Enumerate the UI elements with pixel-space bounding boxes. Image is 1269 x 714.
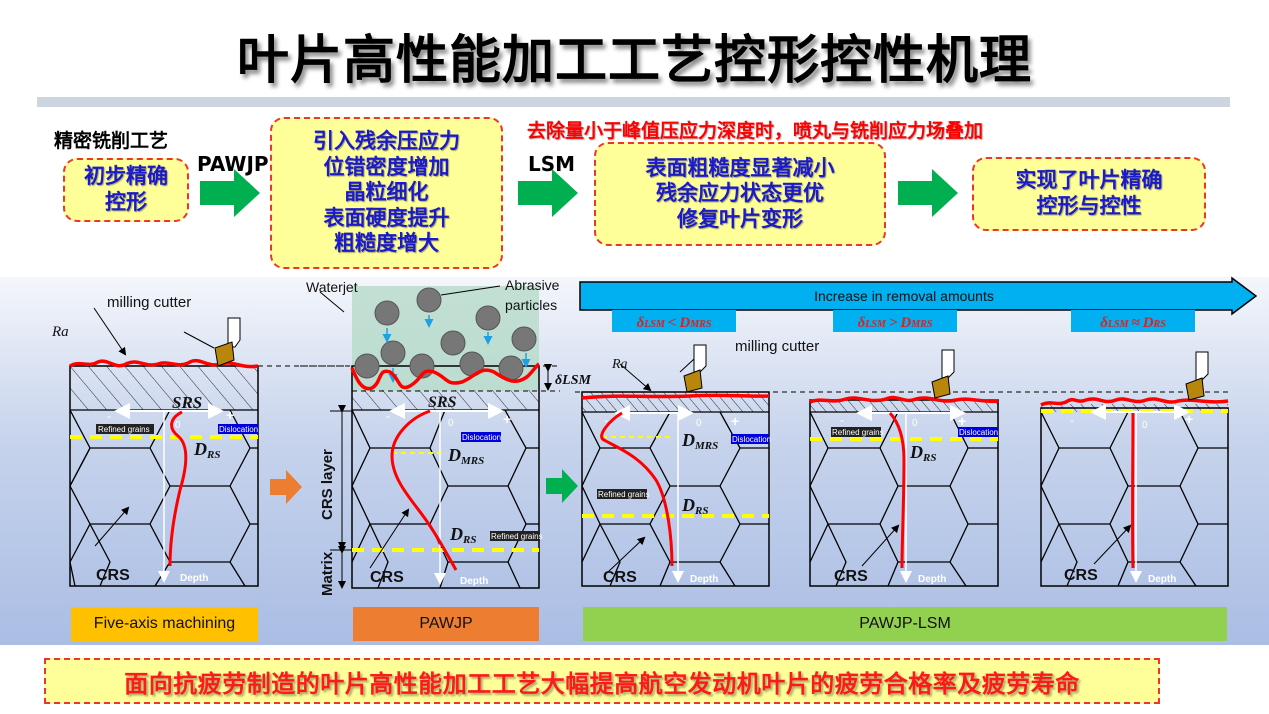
pawjp-block [300,285,560,589]
flow-arrow-icon [200,169,260,217]
mechanism-diagram-panel [0,277,1269,645]
d-rs-label: DRS [909,442,936,464]
flow-arrow-icon [518,169,578,217]
d-rs-label: DRS [193,439,220,461]
box2-line: 晶粒细化 [344,180,429,205]
zero-label: 0 [696,418,702,429]
milling-cutter-label: milling cutter [735,338,819,355]
zero-label: 0 [448,418,454,429]
depth-label: Depth [1148,574,1176,585]
dislocation-label: Dislocation [219,425,258,434]
d-mrs-label: DMRS [447,445,484,467]
flow-box-result: 实现了叶片精确 控形与控性 [972,157,1206,231]
minus-sign: - [840,413,844,427]
depth-label: Depth [690,574,718,585]
abrasive-label-line1: Abrasive [505,277,560,293]
crs-layer-label: CRS layer [319,449,336,520]
dislocation-label: Dislocation [462,433,501,442]
increase-removal-label: Increase in removal amounts [814,288,994,304]
depth-label: Depth [460,576,488,587]
dislocation-label: Dislocation [732,435,771,444]
conclusion-box: 面向抗疲劳制造的叶片高性能加工工艺大幅提高航空发动机叶片的疲劳合格率及疲劳寿命 [44,658,1160,704]
ra-label: Ra [51,324,69,340]
plus-sign: + [958,413,966,429]
abrasive-particles [354,287,537,381]
condition-box [612,310,736,332]
box4-line: 实现了叶片精确 [1015,168,1163,193]
page-title: 叶片高性能加工工艺控形控性机理 [236,31,1032,91]
zero-label: 0 [175,420,181,431]
refined-grains-label: Refined grains [491,532,543,541]
start-label: 精密铣削工艺 [54,130,169,152]
box3-line: 表面粗糙度显著减小 [645,155,835,180]
stage-tag-pawjp-lsm: PAWJP-LSM [583,607,1227,641]
stage-tag-pawjp: PAWJP [353,607,539,641]
plus-sign: + [503,411,511,427]
condition-1: δLSM<DMRS [637,315,712,331]
box2-line: 位错密度增加 [323,154,450,179]
box2-line: 粗糙度增大 [334,231,439,256]
zero-label: 0 [1142,420,1148,431]
crs-label: CRS [1064,567,1098,584]
crs-label: CRS [96,567,130,584]
waterjet-label: Waterjet [306,279,358,295]
plus-sign: + [1185,411,1193,427]
box3-line: 修复叶片变形 [677,206,803,231]
condition-2: δLSM>DMRS [858,315,933,331]
refined-grains-label: Refined grains [98,425,150,434]
stress-superposition-note: 去除量小于峰值压应力深度时，喷丸与铣削应力场叠加 [527,120,984,142]
refined-grains-label: Refined grains [832,428,884,437]
conclusion-text: 面向抗疲劳制造的叶片高性能加工工艺大幅提高航空发动机叶片的疲劳合格率及疲劳寿命 [124,669,1080,698]
box4-line: 控形与控性 [1036,194,1142,218]
milling-cutter-label: milling cutter [107,294,191,311]
lsm-block-a [581,344,770,587]
zero-label: 0 [912,418,918,429]
crs-curve [168,410,188,567]
plus-sign: + [731,413,739,429]
minus-sign: - [604,413,608,427]
dislocation-label: Dislocation [959,428,998,437]
box1-line: 控形 [105,190,147,214]
green-arrow-icon [546,469,578,503]
condition-3: δLSM≈DRS [1100,315,1166,331]
minus-sign: - [1070,413,1074,427]
lsm-block-c [1040,351,1229,587]
matrix-label: Matrix [319,551,336,596]
box2-line: 表面硬度提升 [323,205,450,230]
abrasive-label-line2: particles [505,297,557,313]
crs-label: CRS [603,569,637,586]
crs-label: CRS [370,569,404,586]
d-rs-label: DRS [681,495,708,517]
box2-line: 引入残余压应力 [313,128,460,153]
title-divider [37,97,1230,107]
d-mrs-label: DMRS [681,430,718,452]
condition-box [1071,310,1195,332]
minus-sign: - [386,409,390,423]
condition-box [833,310,957,332]
d-rs-label: DRS [449,524,476,546]
minus-sign: - [107,409,111,423]
srs-label: SRS [428,394,457,411]
flow-arrow-icon [898,169,958,217]
orange-arrow-icon [270,470,302,504]
flow-box-lsm-effects: 表面粗糙度显著减小 残余应力状态更优 修复叶片变形 [594,142,886,246]
plus-sign: + [226,407,234,423]
ra-label: Ra [611,357,628,372]
milling-cutter-icon [214,317,241,367]
depth-label: Depth [918,574,946,585]
srs-label: SRS [172,393,202,412]
flow-box-initial-shape-control: 初步精确 控形 [63,158,189,222]
arrow-label-lsm: LSM [528,152,576,176]
stage-tag-five-axis: Five-axis machining [71,607,258,641]
box1-line: 初步精确 [84,164,168,189]
arrow-label-pawjp: PAWJP [197,152,269,176]
five-axis-block [69,307,350,587]
delta-lsm-label: δLSM [555,373,592,388]
box3-line: 残余应力状态更优 [656,181,824,206]
lsm-block-b [809,349,999,587]
refined-grains-label: Refined grains [598,490,650,499]
crs-label: CRS [834,568,868,585]
flow-box-pawjp-effects: 引入残余压应力 位错密度增加 晶粒细化 表面硬度提升 粗糙度增大 [270,117,503,269]
depth-label: Depth [180,573,208,584]
